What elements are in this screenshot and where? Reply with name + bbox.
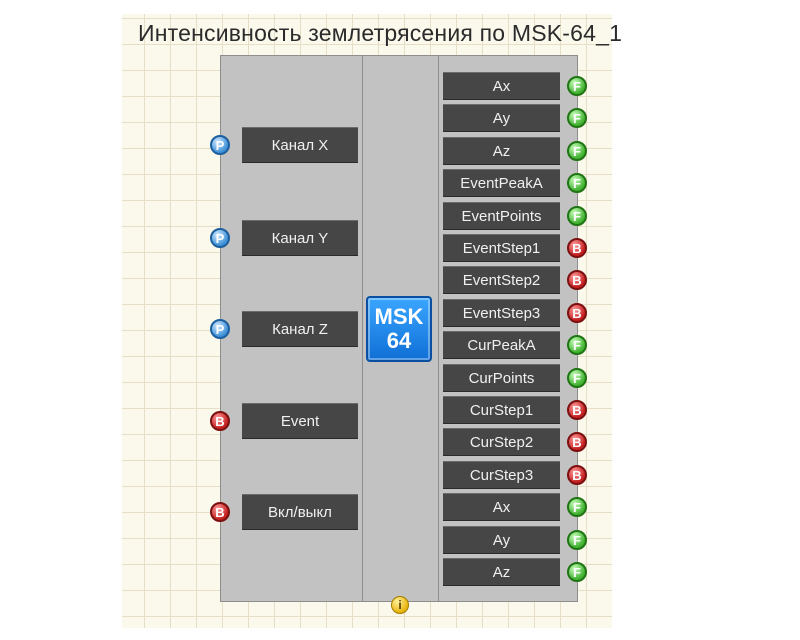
input-pin-2-icon[interactable]: P	[210, 228, 230, 248]
output-label-7: EventStep2	[443, 266, 560, 294]
output-label-11: CurStep1	[443, 396, 560, 424]
output-label-1: Ax	[443, 72, 560, 100]
output-label-8: EventStep3	[443, 299, 560, 327]
output-pin-7-icon[interactable]: B	[567, 270, 587, 290]
output-pin-9-icon[interactable]: F	[567, 335, 587, 355]
input-label-5: Вкл/выкл	[242, 494, 358, 530]
output-pin-5-icon[interactable]: F	[567, 206, 587, 226]
input-pin-1-icon[interactable]: P	[210, 135, 230, 155]
msk-icon-line2: 64	[386, 328, 412, 353]
output-label-14: Ax	[443, 493, 560, 521]
output-pin-3-icon[interactable]: F	[567, 141, 587, 161]
column-divider-right	[438, 55, 439, 602]
column-divider-left	[362, 55, 363, 602]
output-label-13: CurStep3	[443, 461, 560, 489]
output-label-16: Az	[443, 558, 560, 586]
output-label-15: Ay	[443, 526, 560, 554]
output-pin-4-icon[interactable]: F	[567, 173, 587, 193]
output-label-6: EventStep1	[443, 234, 560, 262]
output-pin-1-icon[interactable]: F	[567, 76, 587, 96]
output-label-12: CurStep2	[443, 428, 560, 456]
output-label-5: EventPoints	[443, 202, 560, 230]
info-pin-icon[interactable]: i	[391, 596, 409, 614]
block-title: Интенсивность землетрясения по MSK-64_1	[138, 20, 623, 46]
output-pin-16-icon[interactable]: F	[567, 562, 587, 582]
output-pin-2-icon[interactable]: F	[567, 108, 587, 128]
output-pin-6-icon[interactable]: B	[567, 238, 587, 258]
output-pin-12-icon[interactable]: B	[567, 432, 587, 452]
output-label-3: Az	[443, 137, 560, 165]
output-pin-15-icon[interactable]: F	[567, 530, 587, 550]
output-pin-8-icon[interactable]: B	[567, 303, 587, 323]
msk-64-icon[interactable]: MSK 64	[366, 296, 432, 362]
output-label-9: CurPeakA	[443, 331, 560, 359]
input-label-2: Канал Y	[242, 220, 358, 256]
input-label-3: Канал Z	[242, 311, 358, 347]
output-pin-11-icon[interactable]: B	[567, 400, 587, 420]
output-pin-13-icon[interactable]: B	[567, 465, 587, 485]
input-pin-4-icon[interactable]: B	[210, 411, 230, 431]
output-label-2: Ay	[443, 104, 560, 132]
output-label-4: EventPeakA	[443, 169, 560, 197]
input-label-4: Event	[242, 403, 358, 439]
input-pin-3-icon[interactable]: P	[210, 319, 230, 339]
input-pin-5-icon[interactable]: B	[210, 502, 230, 522]
output-pin-10-icon[interactable]: F	[567, 368, 587, 388]
msk-icon-line1: MSK	[374, 304, 424, 329]
output-label-10: CurPoints	[443, 364, 560, 392]
output-pin-14-icon[interactable]: F	[567, 497, 587, 517]
input-label-1: Канал X	[242, 127, 358, 163]
